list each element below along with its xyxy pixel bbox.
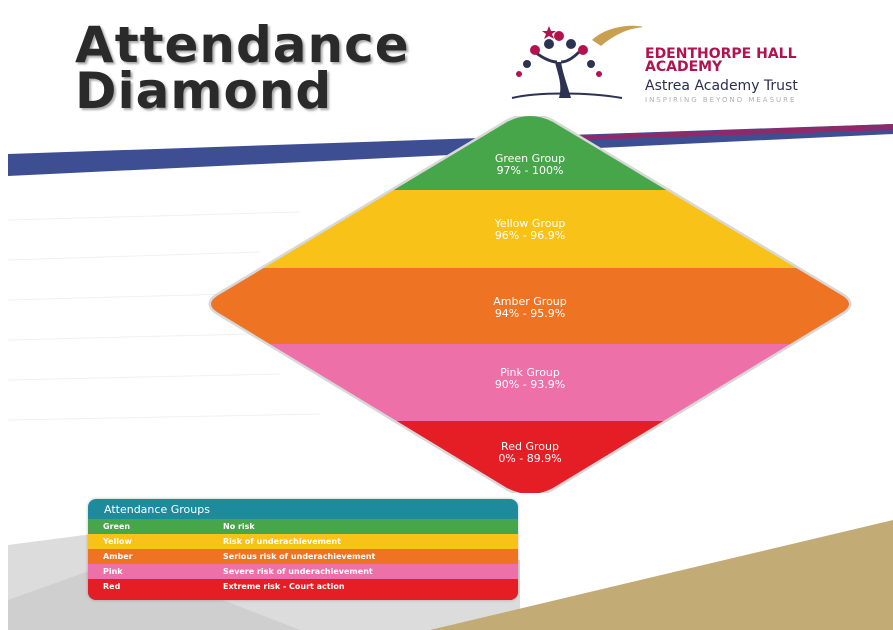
band-name: Amber Group [493, 295, 567, 308]
bird-icon [592, 25, 642, 46]
diamond-graphic [208, 116, 852, 493]
band-range: 94% - 95.9% [494, 307, 566, 320]
tagline: INSPIRING BEYOND MEASURE [645, 96, 797, 104]
description-cell: Extreme risk - Court action [223, 582, 345, 591]
attendance-diamond: Green Group 97% - 100% Yellow Group 96% … [205, 116, 855, 493]
band-range: 96% - 96.9% [494, 229, 566, 242]
band-label-pink: Pink Group 90% - 93.9% [205, 367, 855, 391]
school-name: EDENTHORPE HALL ACADEMY [645, 46, 797, 75]
trust-name: Astrea Academy Trust [645, 78, 798, 94]
band-range: 90% - 93.9% [494, 378, 566, 391]
school-name-line-1: EDENTHORPE HALL [645, 46, 797, 62]
description-cell: No risk [223, 522, 255, 531]
group-cell: Pink [103, 567, 123, 576]
table-row: Yellow Risk of underachievement [88, 534, 518, 549]
table-row: Red Extreme risk - Court action [88, 579, 518, 600]
purple-stripe [520, 124, 893, 142]
table-row: Amber Serious risk of underachievement [88, 549, 518, 564]
group-cell: Red [103, 582, 121, 591]
attendance-groups-table: Attendance Groups Green No risk Yellow R… [88, 499, 518, 600]
band-range: 97% - 100% [496, 164, 564, 177]
band-name: Green Group [494, 152, 566, 165]
title-line-1: Attendance [75, 16, 410, 74]
band-label-green: Green Group 97% - 100% [205, 153, 855, 177]
description-cell: Serious risk of underachievement [223, 552, 376, 561]
band-label-amber: Amber Group 94% - 95.9% [205, 296, 855, 320]
band-label-yellow: Yellow Group 96% - 96.9% [205, 218, 855, 242]
gold-floor [430, 520, 893, 630]
group-cell: Yellow [103, 537, 132, 546]
band-amber [211, 268, 849, 344]
description-cell: Risk of underachievement [223, 537, 341, 546]
description-cell: Severe risk of underachievement [223, 567, 373, 576]
group-cell: Green [103, 522, 131, 531]
academy-logo: EDENTHORPE HALL ACADEMY Astrea Academy T… [497, 22, 885, 104]
tree-icon [511, 25, 642, 99]
table-title: Attendance Groups [104, 503, 210, 516]
school-name-line-2: ACADEMY [645, 59, 723, 75]
band-label-red: Red Group 0% - 89.9% [205, 441, 855, 465]
band-name: Pink Group [500, 366, 560, 379]
band-range: 0% - 89.9% [498, 452, 562, 465]
table-row: Green No risk [88, 519, 518, 534]
title-line-2: Diamond [75, 62, 333, 120]
band-name: Yellow Group [494, 217, 566, 230]
group-cell: Amber [103, 552, 133, 561]
table-row: Pink Severe risk of underachievement [88, 564, 518, 579]
band-name: Red Group [501, 440, 559, 453]
page-title: Attendance Diamond [75, 16, 410, 120]
